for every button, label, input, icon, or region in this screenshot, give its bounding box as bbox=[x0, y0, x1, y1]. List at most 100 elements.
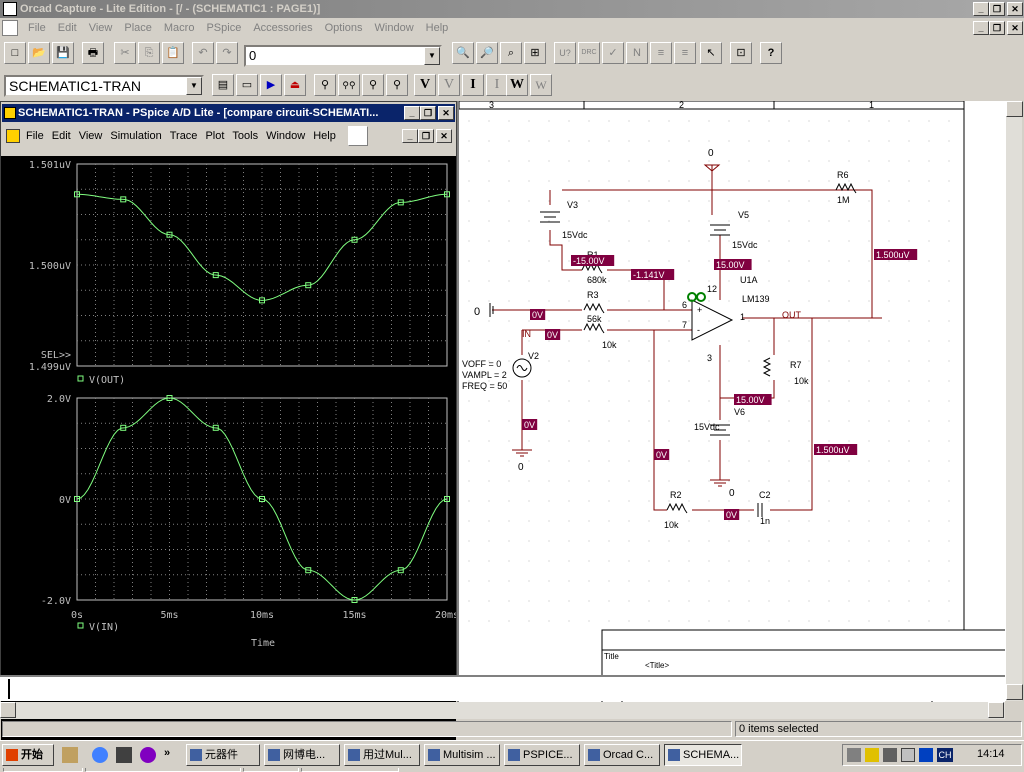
menu-accessories[interactable]: Accessories bbox=[253, 22, 313, 34]
menu-edit[interactable]: Edit bbox=[57, 22, 77, 34]
schematic-canvas[interactable]: 321+-V315VdcV515VdcV615VdcR1680kR356k10k… bbox=[457, 101, 1005, 702]
taskbar-item[interactable]: Multisim ... bbox=[424, 744, 500, 766]
taskbar-item[interactable]: Orcad C... bbox=[584, 744, 660, 766]
pspice-menu-window[interactable]: Window bbox=[266, 130, 306, 142]
markers-icon[interactable]: ⏏ bbox=[284, 74, 306, 96]
pspice-menu-edit[interactable]: Edit bbox=[51, 130, 71, 142]
menu-macro[interactable]: Macro bbox=[163, 22, 195, 34]
pspice-menu-view[interactable]: View bbox=[78, 130, 103, 142]
probe-edit-icon[interactable]: ⚲ bbox=[386, 74, 408, 96]
paste-icon[interactable]: 📋 bbox=[162, 42, 184, 64]
probe-zoom-icon[interactable]: ⚲ bbox=[362, 74, 384, 96]
taskbar-item[interactable]: 元器件 bbox=[186, 744, 260, 766]
menu-file[interactable]: File bbox=[28, 22, 46, 34]
taskbar-item[interactable]: 用过Mul... bbox=[344, 744, 420, 766]
tray-icon-2[interactable] bbox=[883, 748, 897, 762]
pspice-menu-trace[interactable]: Trace bbox=[169, 130, 198, 142]
run-icon[interactable]: ▶ bbox=[260, 74, 282, 96]
doc-close-button[interactable]: ✕ bbox=[1007, 21, 1023, 35]
zoom-in-icon[interactable]: 🔍 bbox=[452, 42, 474, 64]
taskbar-item[interactable]: 网博电... bbox=[264, 744, 340, 766]
print-icon[interactable]: 🖶 bbox=[82, 42, 104, 64]
schematic-drawing[interactable]: 321+-V315VdcV515VdcV615VdcR1680kR356k10k… bbox=[459, 101, 1005, 702]
media-icon[interactable] bbox=[140, 747, 156, 763]
pspice-menu-plot[interactable]: Plot bbox=[205, 130, 225, 142]
undo-icon[interactable]: ↶ bbox=[192, 42, 214, 64]
doc-minimize-button[interactable]: _ bbox=[973, 21, 989, 35]
restore-button[interactable]: ❐ bbox=[989, 2, 1005, 16]
probe-icon[interactable]: ⚲ bbox=[314, 74, 336, 96]
chevron-down-icon[interactable]: ▼ bbox=[186, 77, 202, 95]
taskbar-item[interactable]: SCHEMA... bbox=[664, 744, 742, 766]
part-combo[interactable]: 0 ▼ bbox=[244, 45, 442, 67]
tray-icon-4[interactable] bbox=[919, 748, 933, 762]
power-marker-icon[interactable]: W bbox=[506, 74, 528, 96]
pspice-menu-tools[interactable]: Tools bbox=[232, 130, 259, 142]
new-icon[interactable]: □ bbox=[4, 42, 26, 64]
pspice-doc-close[interactable]: ✕ bbox=[436, 129, 452, 143]
pspice-doc-icon[interactable] bbox=[6, 129, 20, 143]
probe-multi-icon[interactable]: ⚲⚲ bbox=[338, 74, 360, 96]
taskbar-item[interactable]: PSPICE... bbox=[504, 744, 580, 766]
cursor-icon[interactable]: ↖ bbox=[700, 42, 722, 64]
waveform-chart[interactable]: 1.501uV1.500uV1.499uVSEL>>V(OUT)2.0V0V-2… bbox=[1, 156, 459, 753]
current-diff-icon[interactable]: I bbox=[486, 74, 508, 96]
tray-icon-1[interactable] bbox=[865, 748, 879, 762]
start-button[interactable]: 开始 bbox=[2, 744, 54, 766]
vertical-scrollbar[interactable] bbox=[1005, 101, 1023, 701]
menu-window[interactable]: Window bbox=[374, 22, 414, 34]
open-icon[interactable]: 📂 bbox=[28, 42, 50, 64]
pspice-menu-file[interactable]: File bbox=[26, 130, 44, 142]
cut-icon[interactable]: ✂ bbox=[114, 42, 136, 64]
pspice-menu-simulation[interactable]: Simulation bbox=[110, 130, 162, 142]
edit-profile-icon[interactable]: ▭ bbox=[236, 74, 258, 96]
ime-indicator[interactable]: CH bbox=[937, 748, 953, 762]
netlist-icon[interactable]: N bbox=[626, 42, 648, 64]
zoom-all-icon[interactable]: ⊞ bbox=[524, 42, 546, 64]
report-icon[interactable]: ≡ bbox=[674, 42, 696, 64]
pspice-toolbar-icon[interactable] bbox=[348, 126, 368, 146]
voltage-marker-icon[interactable]: V bbox=[414, 74, 436, 96]
scroll-down-icon[interactable] bbox=[1006, 684, 1023, 700]
sim-profile-combo[interactable]: SCHEMATIC1-TRAN ▼ bbox=[4, 75, 204, 97]
scroll-right-icon[interactable] bbox=[988, 702, 1004, 718]
bom-icon[interactable]: ≡ bbox=[650, 42, 672, 64]
drc-icon[interactable]: DRC bbox=[578, 42, 600, 64]
chevron-down-icon[interactable]: ▼ bbox=[424, 47, 440, 65]
minimize-button[interactable]: _ bbox=[973, 2, 989, 16]
check-icon[interactable]: ✓ bbox=[602, 42, 624, 64]
current-marker-icon[interactable]: I bbox=[462, 74, 484, 96]
scroll-left-icon[interactable] bbox=[0, 702, 16, 718]
pspice-doc-minimize[interactable]: _ bbox=[402, 129, 418, 143]
scroll-up-icon[interactable] bbox=[1006, 101, 1023, 117]
pspice-restore-button[interactable]: ❐ bbox=[420, 106, 436, 120]
more-chevron-icon[interactable]: » bbox=[164, 747, 171, 759]
tray-icon-3[interactable] bbox=[901, 748, 915, 762]
volume-icon[interactable] bbox=[847, 748, 861, 762]
pspice-doc-restore[interactable]: ❐ bbox=[418, 129, 434, 143]
hierarchy-icon[interactable]: ⊡ bbox=[730, 42, 752, 64]
pspice-close-button[interactable]: ✕ bbox=[438, 106, 454, 120]
help-icon[interactable]: ? bbox=[760, 42, 782, 64]
sim-settings-icon[interactable]: ▤ bbox=[212, 74, 234, 96]
close-button[interactable]: ✕ bbox=[1007, 2, 1023, 16]
redo-icon[interactable]: ↷ bbox=[216, 42, 238, 64]
ie-icon[interactable] bbox=[92, 747, 108, 763]
menu-place[interactable]: Place bbox=[124, 22, 152, 34]
power-diff-icon[interactable]: W bbox=[530, 74, 552, 96]
annotate-icon[interactable]: U? bbox=[554, 42, 576, 64]
zoom-out-icon[interactable]: 🔎 bbox=[476, 42, 498, 64]
menu-help[interactable]: Help bbox=[425, 22, 449, 34]
horizontal-scrollbar[interactable] bbox=[0, 702, 1005, 719]
menu-view[interactable]: View bbox=[88, 22, 113, 34]
menu-options[interactable]: Options bbox=[324, 22, 363, 34]
quicklaunch-icon[interactable] bbox=[116, 747, 132, 763]
save-icon[interactable]: 💾 bbox=[52, 42, 74, 64]
copy-icon[interactable]: ⎘ bbox=[138, 42, 160, 64]
document-icon[interactable] bbox=[2, 20, 18, 36]
voltage-diff-icon[interactable]: V bbox=[438, 74, 460, 96]
zoom-area-icon[interactable]: ⌕ bbox=[500, 42, 522, 64]
desktop-icon[interactable] bbox=[62, 747, 78, 763]
menu-pspice[interactable]: PSpice bbox=[206, 22, 242, 34]
